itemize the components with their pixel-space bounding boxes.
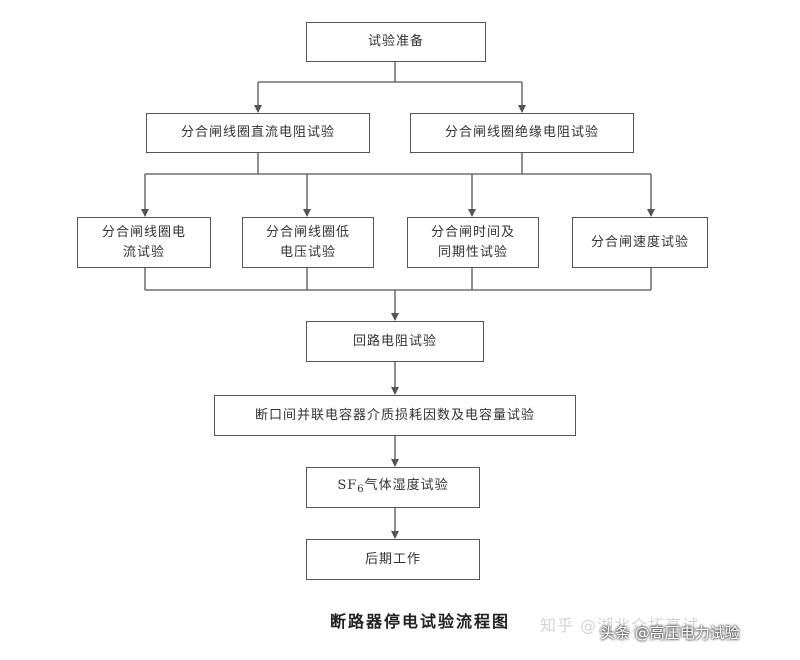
watermark-faint: 知乎 @湖北众拓高试 [540,616,700,635]
step-capacitor-dielectric-loss-label: 断口间并联电容器介质损耗因数及电容量试验 [254,407,535,423]
step-post-work: 后期工作 [306,539,480,580]
step-timing-synchronism-line2: 同期性试验 [437,244,508,260]
step-test-preparation-label: 试验准备 [367,34,424,49]
step-coil-current-line2: 流试验 [122,244,165,260]
diagram-caption: 断路器停电试验流程图 [330,612,511,631]
sf6-subscript: 6 [357,483,365,495]
step-sf6-moisture-label: SF6气体湿度试验 [337,476,448,500]
step-coil-low-voltage: 分合闸线圈低 电压试验 [242,217,374,268]
step-capacitor-dielectric-loss: 断口间并联电容器介质损耗因数及电容量试验 [214,395,576,436]
step-coil-dc-resistance-label: 分合闸线圈直流电阻试验 [180,125,335,140]
step-test-preparation: 试验准备 [306,22,486,62]
step-sf6-moisture: SF6气体湿度试验 [306,467,480,508]
step-coil-insulation-resistance-label: 分合闸线圈绝缘电阻试验 [444,125,599,140]
sf6-suffix: 气体湿度试验 [364,477,449,493]
step-loop-resistance: 回路电阻试验 [306,321,484,362]
step-coil-dc-resistance: 分合闸线圈直流电阻试验 [146,113,370,153]
watermark-main: 头条 @高压电力试验 [600,624,740,642]
step-opening-closing-speed: 分合闸速度试验 [572,217,708,268]
step-opening-closing-speed-label: 分合闸速度试验 [590,234,689,250]
step-loop-resistance-label: 回路电阻试验 [352,333,437,349]
step-timing-synchronism: 分合闸时间及 同期性试验 [407,217,539,268]
step-coil-low-voltage-line2: 电压试验 [279,244,336,260]
step-coil-insulation-resistance: 分合闸线圈绝缘电阻试验 [410,113,634,153]
step-timing-synchronism-line1: 分合闸时间及 [430,224,515,240]
sf6-prefix: SF [337,477,358,493]
step-coil-current: 分合闸线圈电 流试验 [77,217,211,268]
step-coil-low-voltage-line1: 分合闸线圈低 [265,224,350,240]
step-coil-current-line1: 分合闸线圈电 [101,224,186,240]
step-post-work-label: 后期工作 [364,551,421,567]
